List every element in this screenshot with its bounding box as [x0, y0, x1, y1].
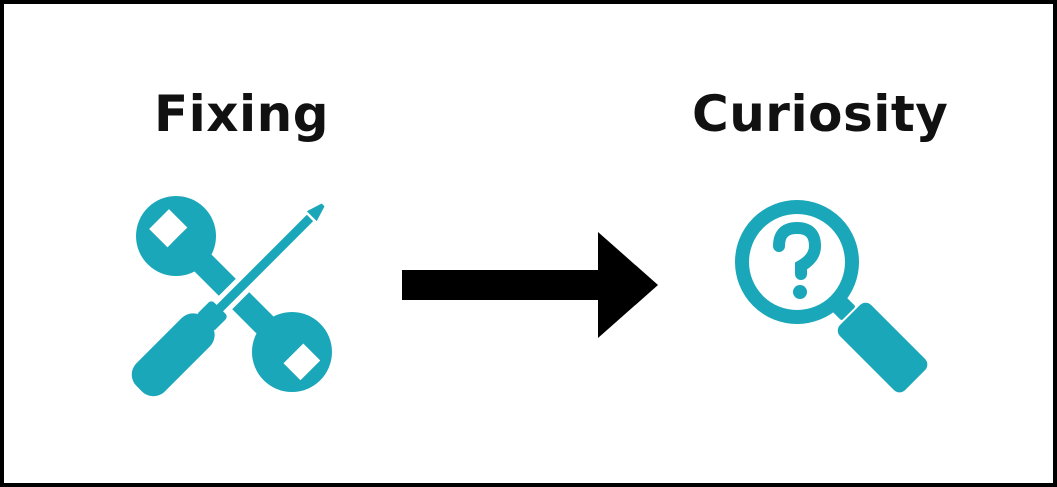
fixing-label: Fixing [154, 85, 330, 143]
screwdriver-shape [131, 203, 325, 397]
wrench-screwdriver-icon [131, 196, 332, 397]
curiosity-label: Curiosity [692, 85, 949, 143]
magnifier-group [735, 200, 928, 393]
tools-group [131, 196, 332, 397]
magnifier-question-icon [735, 200, 928, 393]
right-arrow-icon [402, 232, 658, 338]
